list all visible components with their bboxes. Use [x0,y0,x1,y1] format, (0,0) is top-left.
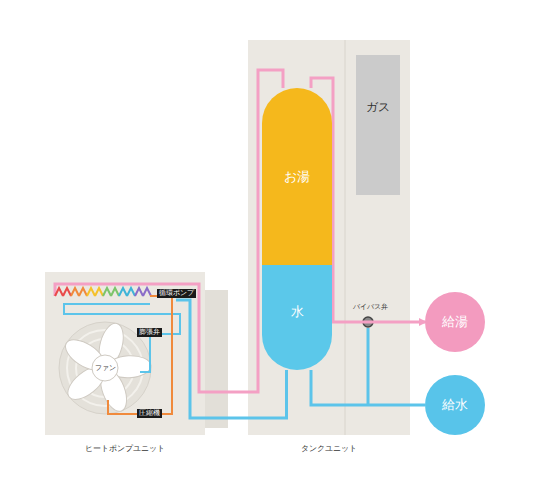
pipe-connector [311,370,425,405]
tank-unit-housing [248,40,410,435]
heat-pump-housing [45,272,205,435]
node-text: ヒートポンプユニット [45,443,205,454]
part-tag: 循環ポンプ [157,289,196,298]
fan-hub [92,355,118,381]
bypass-pipe [367,328,370,405]
unit-housing: ヒートポンプユニットファン循環ポンプ膨張弁圧縮機 [45,272,205,435]
node-text: 給水 [442,396,468,414]
heat-exchanger-coil [95,288,103,296]
cold-water-zone: 水 [262,265,332,370]
node-text: 膨張弁 [139,328,160,336]
heat-pump-side-panel [205,290,228,428]
part-label: バイパス弁 [352,302,389,312]
refrigerant-line [108,296,172,414]
node-text: 給湯 [442,313,468,331]
node-text: ガス [366,100,390,114]
node-text: 圧縮機 [139,409,160,417]
part-tag: 圧縮機 [137,409,162,418]
outlet-circle: 給水 [425,375,485,435]
heat-exchanger-coil [119,288,127,296]
part-tag: 膨張弁 [137,328,162,337]
node-text: タンクユニット [248,443,410,454]
node-text: お湯 [284,168,310,186]
heat-exchanger-coil [127,288,135,296]
heat-exchanger-coil [55,288,63,296]
water-pipe [176,300,205,418]
unit-housing: タンクユニットお湯水ガス [248,40,410,435]
heat-exchanger-coil [63,288,71,296]
pipe-connector [205,370,287,418]
hot-water-zone: お湯 [262,88,332,265]
panel-seam [345,40,346,435]
heat-exchanger-coil [71,288,79,296]
heat-exchanger-coil [135,288,143,296]
heat-exchanger [55,288,151,296]
node-text: 循環ポンプ [159,289,194,297]
node-text: ファン [95,363,116,373]
heat-exchanger-coil [79,288,87,296]
heat-exchanger-coil [143,288,151,296]
refrigerant-line [64,304,180,372]
heat-exchanger-coil [103,288,111,296]
heat-exchanger-coil [111,288,119,296]
outlet-circle: 給湯 [425,292,485,352]
node-text: 水 [291,303,304,321]
gas-burner-box: ガス [356,55,400,195]
heat-exchanger-coil [87,288,95,296]
